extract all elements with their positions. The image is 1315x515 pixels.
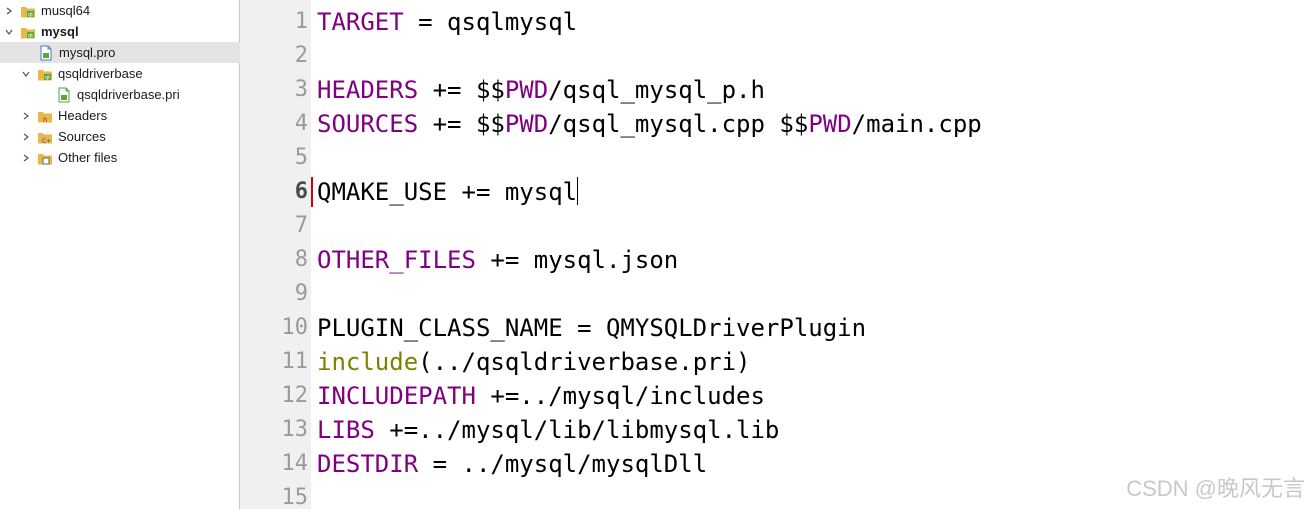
code-line[interactable]: QMAKE_USE += mysql [317, 175, 579, 209]
headers-folder-icon: h [37, 108, 53, 124]
code-text: = qsqlmysql [403, 8, 578, 36]
code-text: = ../mysql/mysqlDll [418, 450, 708, 478]
svg-text:qt: qt [28, 33, 33, 39]
chevron-right-icon[interactable] [21, 111, 31, 121]
line-number: 9 [294, 281, 308, 306]
qt-project-icon: qt [20, 3, 36, 19]
line-number: 14 [281, 451, 309, 476]
chevron-down-icon[interactable] [4, 27, 14, 37]
tree-item-mysql-pro[interactable]: mysql.pro [0, 42, 277, 63]
code-keyword: INCLUDEPATH [317, 382, 476, 410]
code-keyword: DESTDIR [317, 450, 419, 478]
code-line[interactable]: TARGET = qsqlmysql [317, 5, 577, 39]
code-line[interactable]: HEADERS += $$PWD/qsql_mysql_p.h [317, 73, 765, 107]
line-number: 8 [294, 247, 308, 272]
chevron-right-icon[interactable] [21, 153, 31, 163]
line-number: 11 [281, 349, 309, 374]
code-keyword: SOURCES [317, 110, 419, 138]
tree-item-qsqldriverbase-pri[interactable]: qsqldriverbase.pri [0, 84, 295, 105]
code-line[interactable]: include(../qsqldriverbase.pri) [317, 345, 751, 379]
code-text: /qsql_mysql.cpp $$ [548, 110, 809, 138]
line-number: 3 [294, 77, 308, 102]
code-keyword: TARGET [317, 8, 404, 36]
code-line[interactable]: INCLUDEPATH +=../mysql/includes [317, 379, 765, 413]
line-number: 1 [294, 9, 308, 34]
tree-item-label: Other files [58, 150, 118, 165]
line-number: 10 [281, 315, 309, 340]
svg-text:qt: qt [45, 75, 50, 81]
code-function: include [317, 348, 419, 376]
tree-item-label: qsqldriverbase [58, 66, 143, 81]
code-keyword: PWD [504, 76, 549, 104]
svg-text:qt: qt [28, 12, 33, 18]
code-keyword: OTHER_FILES [317, 246, 476, 274]
line-number: 5 [294, 145, 308, 170]
qt-project-icon: qt [37, 66, 53, 82]
text-caret [577, 177, 579, 205]
svg-text:C+: C+ [42, 138, 51, 145]
code-text: /qsql_mysql_p.h [548, 76, 765, 104]
tree-item-other-files[interactable]: Other files [0, 147, 260, 168]
svg-text:h: h [43, 116, 47, 124]
qt-project-icon: qt [20, 24, 36, 40]
watermark: CSDN @晚风无言 [1126, 476, 1305, 501]
tree-item-headers[interactable]: h Headers [0, 105, 260, 126]
chevron-right-icon[interactable] [21, 132, 31, 142]
tree-item-qsqldriverbase[interactable]: qt qsqldriverbase [0, 63, 260, 84]
tree-item-label: Headers [58, 108, 108, 123]
line-number: 7 [294, 213, 308, 238]
code-line[interactable]: OTHER_FILES += mysql.json [317, 243, 678, 277]
code-keyword: HEADERS [317, 76, 419, 104]
code-line[interactable]: DESTDIR = ../mysql/mysqlDll [317, 447, 707, 481]
tree-item-mysql[interactable]: qt mysql [0, 21, 243, 42]
current-line-marker [311, 177, 313, 207]
code-text: += mysql.json [475, 246, 679, 274]
tree-item-label: musql64 [41, 3, 91, 18]
code-keyword: PWD [808, 110, 852, 138]
code-line[interactable]: LIBS +=../mysql/lib/libmysql.lib [317, 413, 779, 447]
tree-item-sources[interactable]: C+ Sources [0, 126, 260, 147]
code-keyword: PWD [504, 110, 549, 138]
sources-folder-icon: C+ [37, 129, 53, 145]
other-files-folder-icon [37, 150, 53, 166]
project-tree: qt musql64 qt mysql mysql.pro qt qsqldri… [0, 0, 277, 509]
code-line[interactable]: PLUGIN_CLASS_NAME = QMYSQLDriverPlugin [317, 311, 866, 345]
line-number: 15 [281, 485, 309, 510]
chevron-down-icon[interactable] [21, 69, 31, 79]
code-text: += $$ [418, 76, 505, 104]
tree-item-label: Sources [58, 129, 106, 144]
code-line[interactable]: SOURCES += $$PWD/qsql_mysql.cpp $$PWD/ma… [317, 107, 982, 141]
code-text: PLUGIN_CLASS_NAME = QMYSQLDriverPlugin [317, 314, 867, 342]
code-text: /main.cpp [851, 110, 982, 138]
tree-item-label: mysql [41, 24, 79, 39]
tree-item-label: qsqldriverbase.pri [77, 87, 180, 102]
line-number: 2 [294, 43, 308, 68]
pri-file-icon [56, 87, 72, 103]
chevron-right-icon[interactable] [4, 6, 14, 16]
code-text: QMAKE_USE += mysql [317, 178, 578, 206]
code-text: +=../mysql/includes [475, 382, 765, 410]
tree-item-musql64[interactable]: qt musql64 [0, 0, 243, 21]
line-number: 4 [294, 111, 308, 136]
code-keyword: LIBS [317, 416, 375, 444]
tree-item-label: mysql.pro [59, 45, 116, 60]
code-text: += $$ [418, 110, 505, 138]
pro-file-icon [38, 45, 54, 61]
code-text: +=../mysql/lib/libmysql.lib [374, 416, 780, 444]
code-text: (../qsqldriverbase.pri) [418, 348, 751, 376]
line-number: 13 [281, 417, 309, 442]
line-number: 6 [294, 179, 308, 204]
line-number: 12 [281, 383, 309, 408]
